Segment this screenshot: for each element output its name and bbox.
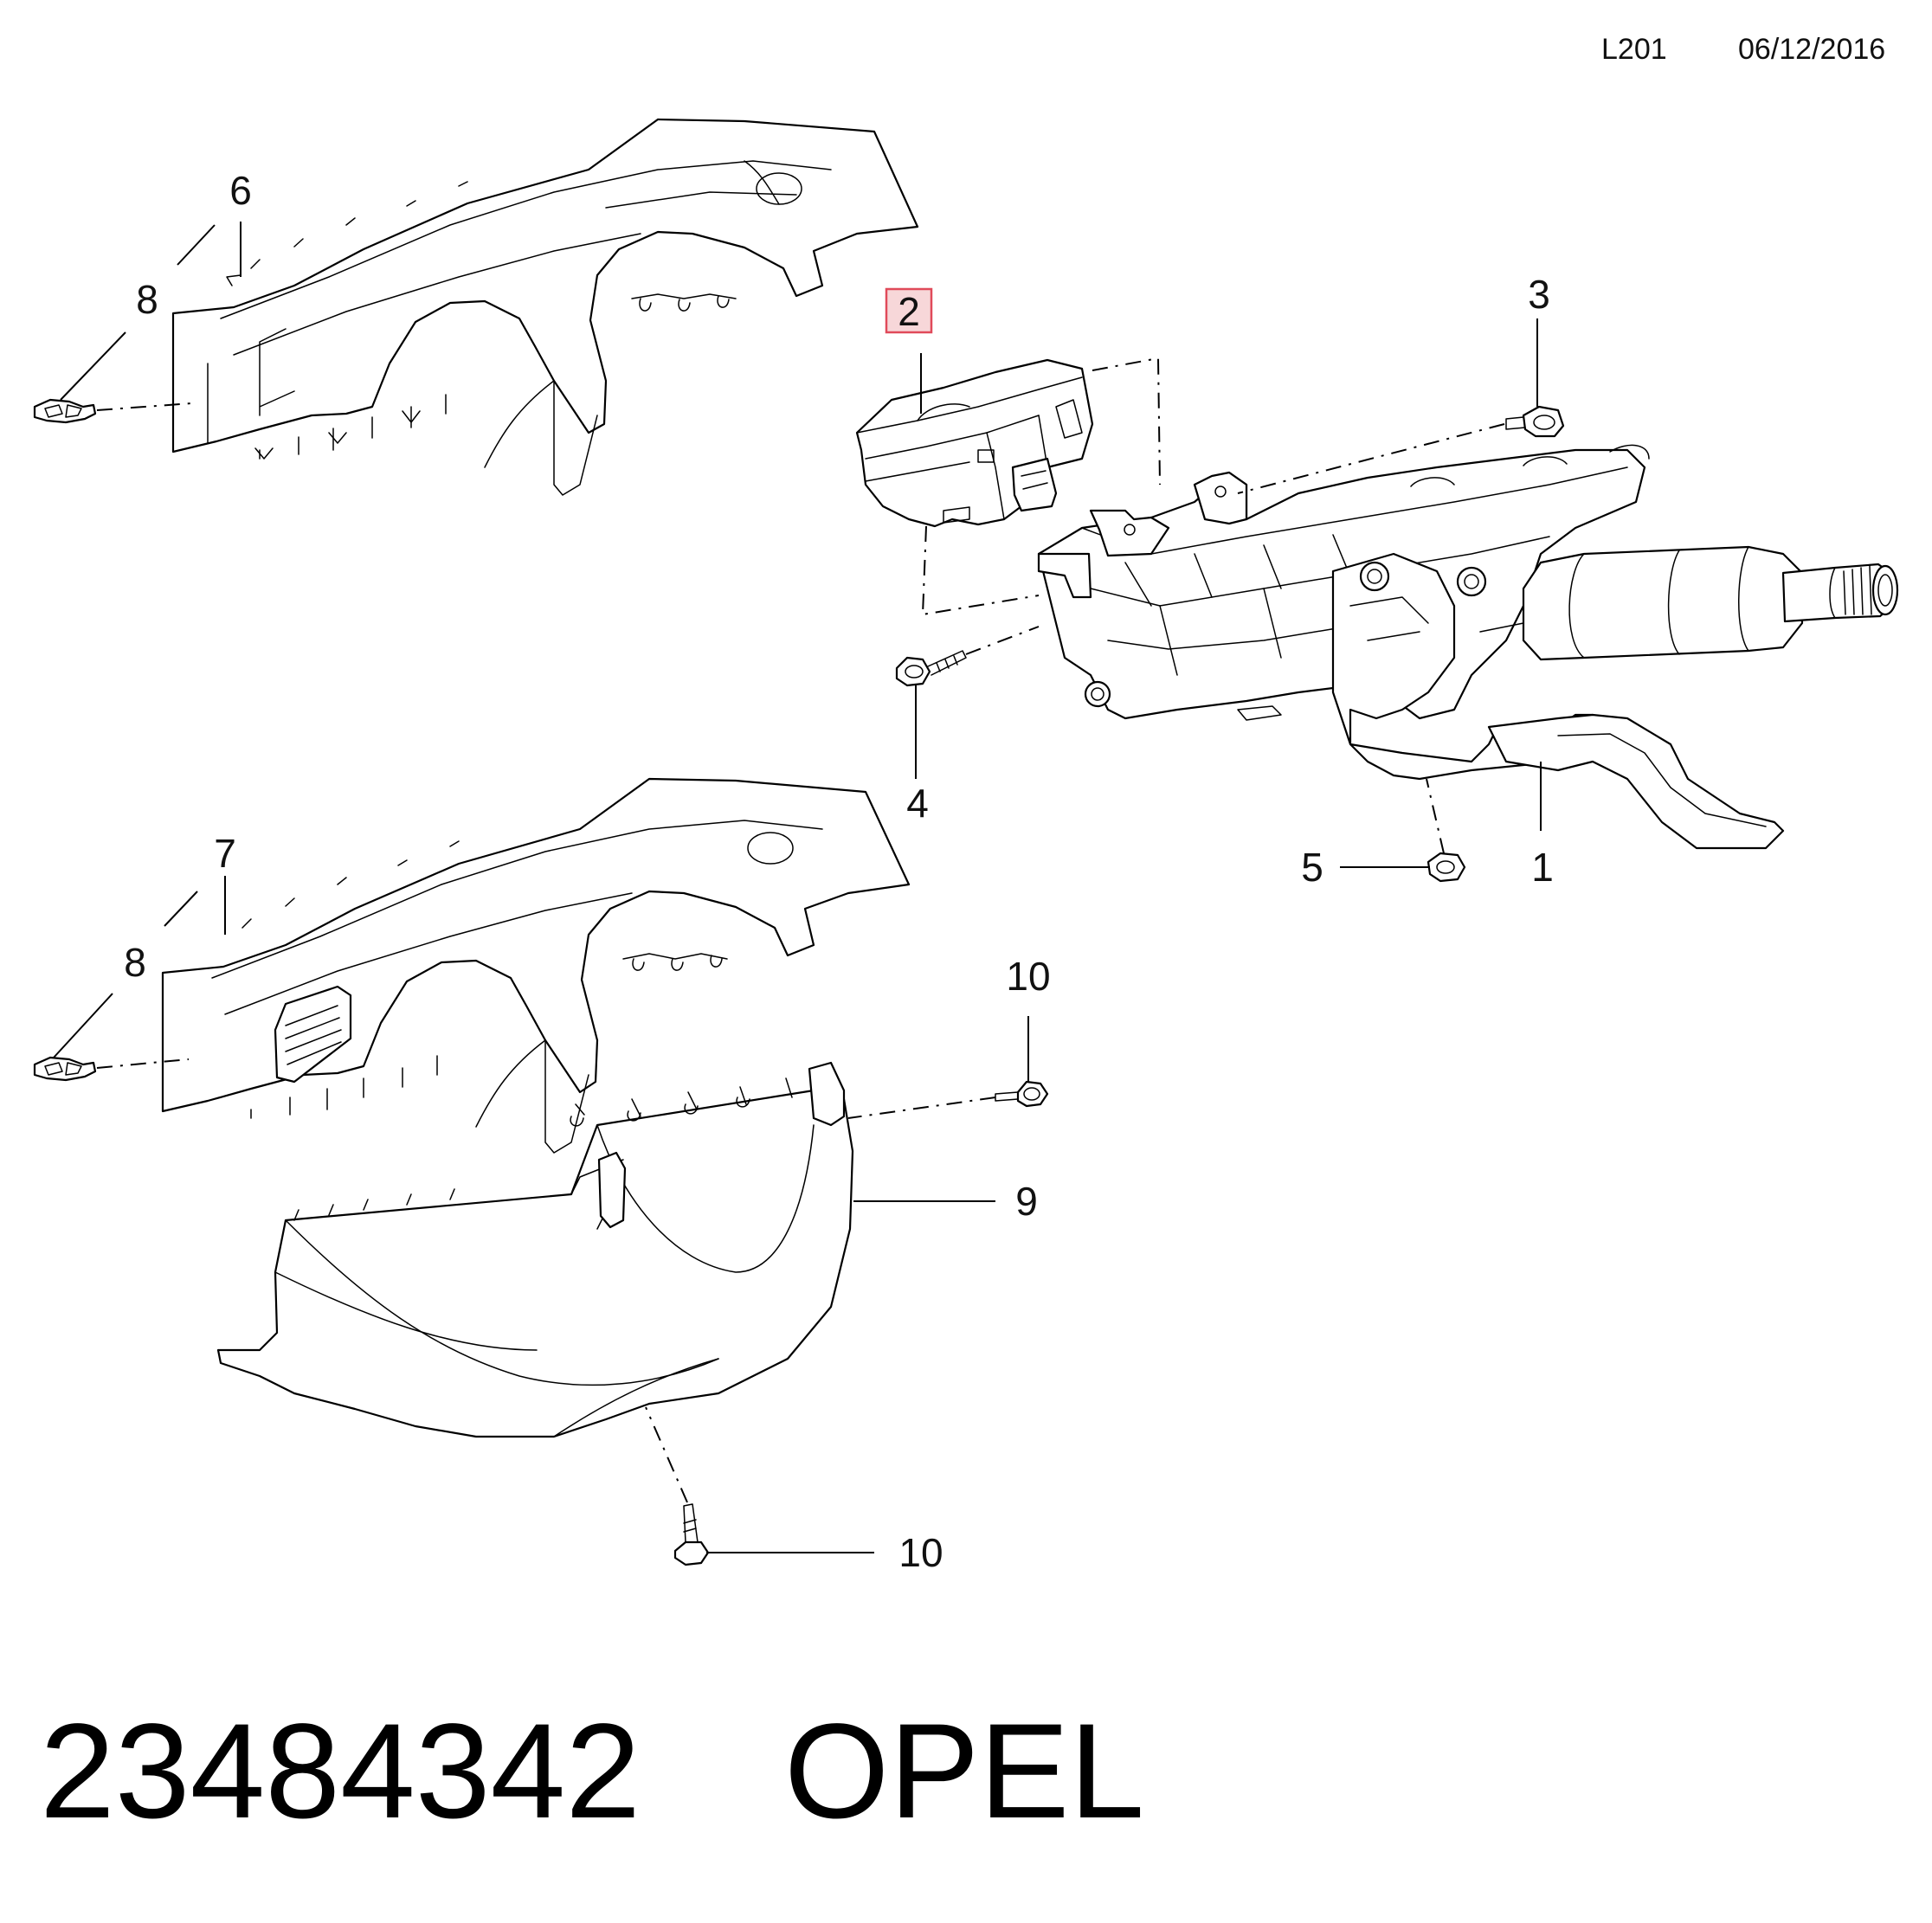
lower-trim-cover-7 [161,777,911,1154]
callout-10-upper[interactable]: 10 [1006,954,1050,999]
screw-10-lower-axis [645,1406,688,1503]
clip-8-upper [33,398,97,424]
nut-5-axis [1426,778,1445,854]
screw-10-lower [673,1503,710,1566]
diagram-date: 06/12/2016 [1738,33,1885,66]
screw-10-upper [995,1080,1049,1108]
brand-name: OPEL [784,1696,1144,1847]
callout-3[interactable]: 3 [1528,272,1550,317]
callout-9[interactable]: 9 [1015,1179,1038,1224]
callout-2[interactable]: 2 [898,289,920,334]
part-number: 23484342 [40,1696,641,1847]
screw-10-upper-axis [847,1097,996,1119]
screw-4-axis [965,626,1040,655]
callout-1[interactable]: 1 [1531,845,1554,890]
switch-align-upper [1092,357,1161,486]
callout-4[interactable]: 4 [906,781,929,826]
callout-8-upper[interactable]: 8 [136,277,158,322]
clip-8-lower-axis [96,1058,190,1069]
steering-column-assembly-1 [1037,444,1899,850]
callout-6[interactable]: 6 [229,168,252,213]
leader-lines [53,222,1542,1553]
callout-10-lower[interactable]: 10 [898,1530,943,1575]
switch-align-lower [921,525,1040,616]
page-code: L201 [1601,33,1667,66]
callout-7[interactable]: 7 [214,831,236,876]
lower-column-cover-9 [216,1061,854,1438]
callout-2-highlight [885,287,933,334]
clip-8-lower [33,1056,97,1082]
callout-8-lower[interactable]: 8 [124,940,146,985]
callout-5[interactable]: 5 [1301,845,1323,890]
screw-4 [895,650,967,687]
bolt-3 [1505,405,1565,438]
bolt-3-axis [1237,423,1505,494]
ignition-switch-housing-2 [855,358,1094,528]
nut-5 [1426,852,1466,883]
clip-8-upper-axis [96,402,193,411]
upper-trim-cover-6 [171,118,919,496]
